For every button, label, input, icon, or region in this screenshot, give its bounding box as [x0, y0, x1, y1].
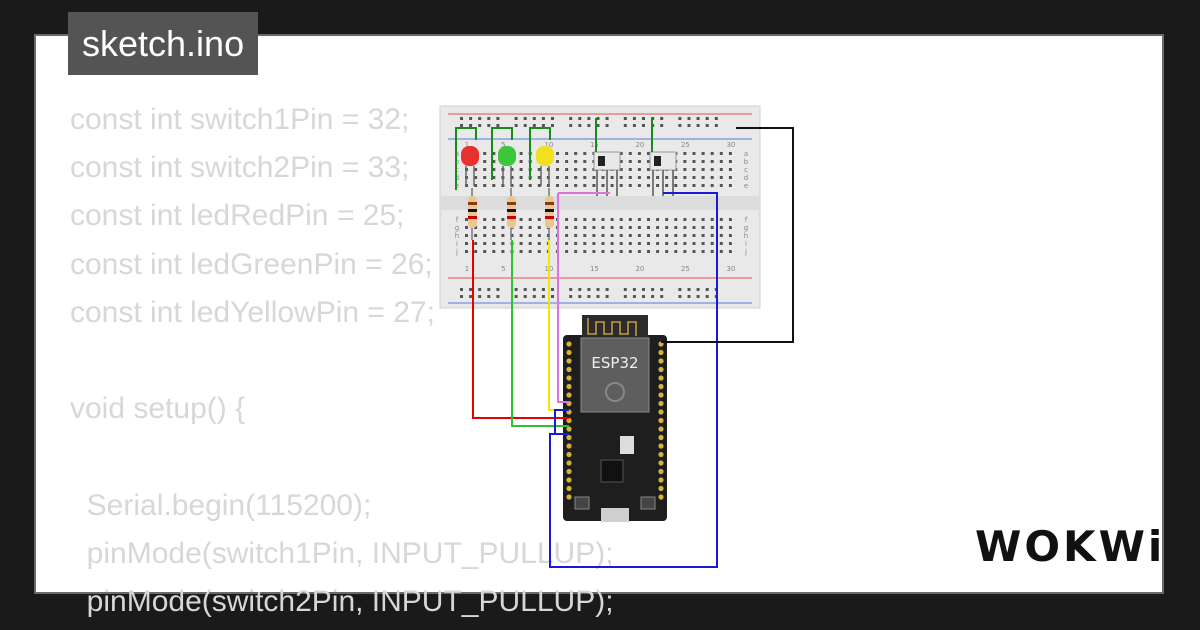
resistor-2 [507, 188, 516, 240]
ground-jumper-wires [455, 118, 653, 190]
breadboard-label: d [744, 174, 748, 182]
breadboard-label: 15 [590, 265, 599, 273]
breadboard-holes [460, 117, 732, 298]
breadboard-label: 20 [635, 141, 644, 149]
breadboard-label: b [744, 158, 749, 166]
breadboard-label: 1 [465, 265, 469, 273]
breadboard-label: h [744, 232, 748, 240]
breadboard-label: 25 [681, 141, 690, 149]
external-wires [472, 127, 794, 568]
code-preview: const int switch1Pin = 32; const int swit… [70, 96, 614, 626]
code-line: const int ledRedPin = 25; [70, 199, 405, 233]
led-red [461, 146, 479, 186]
code-line: Serial.begin(115200); [70, 488, 372, 522]
breadboard-label: 5 [501, 265, 505, 273]
breadboard-label: 15 [590, 141, 599, 149]
wire-black [661, 127, 794, 343]
breadboard-label: f [745, 216, 748, 224]
code-line: const int ledGreenPin = 26; [70, 247, 433, 281]
breadboard-label: 30 [726, 141, 735, 149]
breadboard-label: 10 [544, 141, 553, 149]
wire-pink-1 [557, 193, 569, 403]
breadboard-center-channel [440, 196, 760, 210]
usb-chip [600, 459, 624, 483]
en-button[interactable] [640, 496, 656, 510]
resistor-3 [545, 188, 554, 240]
esp32-label: ESP32 [591, 354, 638, 372]
breadboard-label: j [744, 248, 747, 256]
esp32-module-shield [580, 337, 650, 413]
breadboard-label: 25 [681, 265, 690, 273]
code-line: const int switch1Pin = 32; [70, 103, 410, 136]
espressif-logo-icon [605, 382, 625, 402]
wire-blue-2 [554, 409, 569, 435]
led-red-body [461, 146, 479, 166]
code-line: const int ledYellowPin = 27; [70, 295, 435, 329]
led-green-body [498, 146, 516, 166]
boot-button[interactable] [574, 496, 590, 510]
breadboard-label: i [745, 240, 747, 248]
code-line: void setup() { [70, 392, 246, 426]
breadboard-label: g [455, 224, 459, 232]
breadboard-label: 1 [465, 141, 469, 149]
led-green [498, 146, 516, 186]
led-yellow [536, 146, 554, 186]
code-line: pinMode(switch2Pin, INPUT_PULLUP); [70, 584, 614, 618]
code-line: const int switch2Pin = 33; [70, 151, 410, 185]
breadboard-label: b [455, 158, 460, 166]
wire-green [511, 240, 569, 427]
esp32-board[interactable]: ESP32 [563, 315, 667, 522]
usb-port-icon [601, 508, 629, 522]
wire-blue-1 [549, 192, 718, 568]
breadboard-label: 5 [501, 141, 505, 149]
breadboard-label: h [455, 232, 459, 240]
file-tab-label: sketch.ino [82, 23, 245, 64]
breadboard-label: 20 [635, 265, 644, 273]
code-line: pinMode(switch1Pin, INPUT_PULLUP); [70, 536, 614, 570]
regulator [620, 436, 634, 454]
breadboard-label: c [744, 166, 748, 174]
slide-switch-1[interactable] [593, 151, 621, 196]
breadboard-label: j [455, 248, 458, 256]
wokwi-logo: WOKWi [975, 522, 1165, 571]
antenna-trace [587, 318, 637, 336]
resistor-1 [468, 188, 477, 240]
breadboard-label: f [456, 216, 459, 224]
wire-red [472, 240, 569, 419]
wokwi-logo-text: WOKWi [975, 522, 1166, 571]
breadboard-label: i [456, 240, 458, 248]
breadboard-label: e [744, 182, 748, 190]
slide-switch-2[interactable] [649, 151, 677, 196]
breadboard-label: c [455, 166, 459, 174]
breadboard-label: 30 [726, 265, 735, 273]
breadboard-label: g [744, 224, 748, 232]
file-tab[interactable]: sketch.ino [68, 12, 259, 75]
led-yellow-body [536, 146, 554, 166]
breadboard-label: a [744, 150, 748, 158]
